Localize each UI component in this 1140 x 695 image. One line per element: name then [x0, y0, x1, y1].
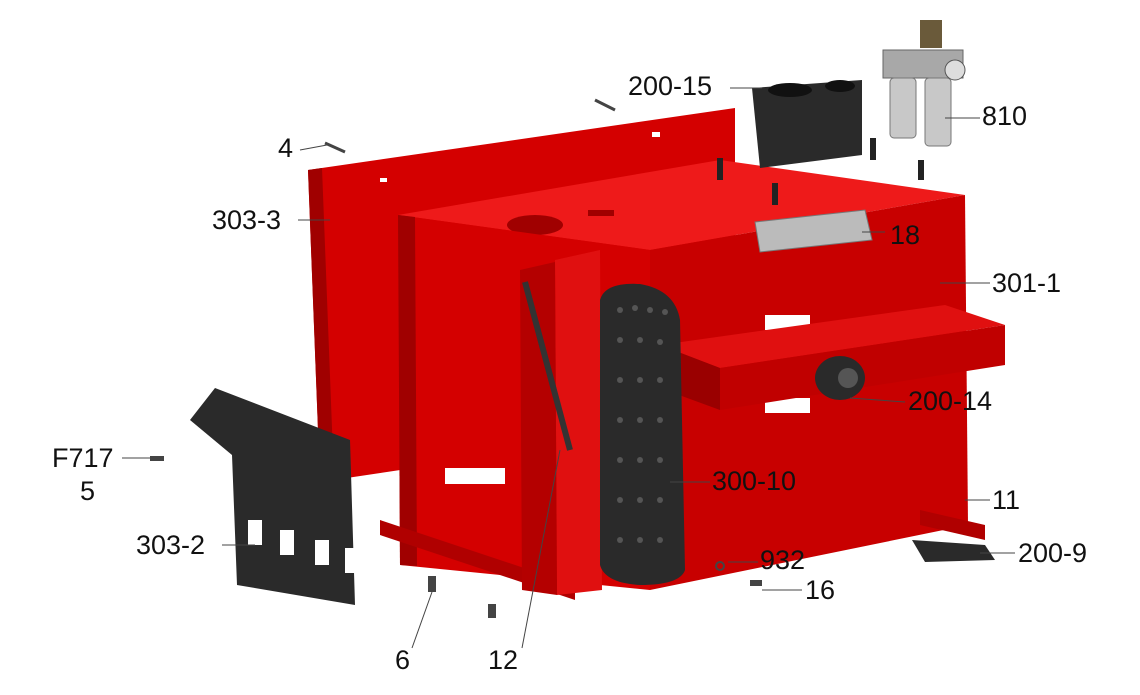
callout-300-10: 300-10 — [712, 466, 797, 496]
callout-932: 932 — [760, 545, 806, 575]
callout-303-3: 303-3 — [212, 205, 282, 235]
callout-303-2: 303-2 — [136, 530, 206, 560]
callout-4: 4 — [278, 133, 294, 163]
screws — [150, 98, 762, 618]
guard-303-2 — [190, 388, 355, 605]
cup-holder-200-15 — [752, 80, 862, 168]
callout-200-9: 200-9 — [1018, 538, 1088, 568]
bumper-200-14 — [815, 356, 865, 400]
callout-16: 16 — [805, 575, 836, 605]
callout-6: 6 — [395, 645, 411, 675]
leader-lines — [122, 87, 1015, 649]
callout-11: 11 — [992, 485, 1021, 515]
filter-regulator-810 — [882, 20, 966, 147]
bracket-18 — [754, 209, 873, 253]
callout-12: 12 — [488, 645, 519, 675]
studs — [717, 138, 924, 205]
callout-200-14: 200-14 — [908, 386, 993, 416]
step-pad-300-10 — [600, 283, 685, 585]
callout-5: 5 — [80, 476, 96, 506]
callout-18: 18 — [890, 220, 921, 250]
callout-810: 810 — [982, 101, 1028, 131]
plate-200-9 — [912, 540, 995, 562]
callout-F717: F717 — [52, 443, 114, 473]
callout-301-1: 301-1 — [992, 268, 1062, 298]
rod-12 — [522, 281, 573, 451]
callout-200-15: 200-15 — [628, 71, 713, 101]
